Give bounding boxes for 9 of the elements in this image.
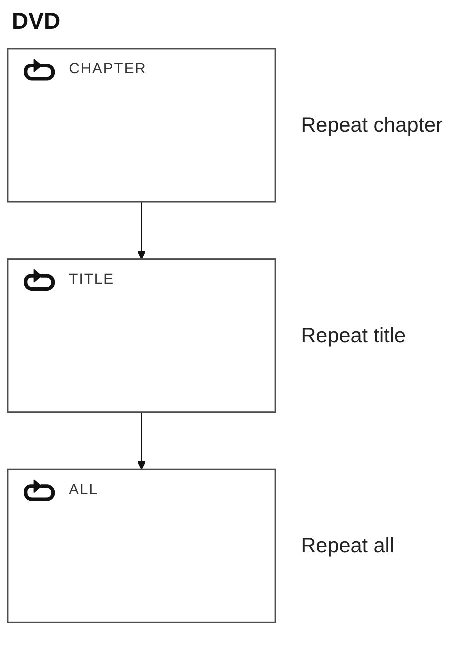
description-text: Repeat title <box>301 324 406 348</box>
node-box: TITLE <box>7 258 276 414</box>
description-text: Repeat all <box>301 534 395 558</box>
arrow <box>137 202 146 260</box>
arrow <box>137 412 146 470</box>
node-box: ALL <box>7 468 276 624</box>
title: DVD <box>12 9 61 34</box>
node-box: CHAPTER <box>7 48 276 203</box>
description-text: Repeat chapter <box>301 114 443 137</box>
